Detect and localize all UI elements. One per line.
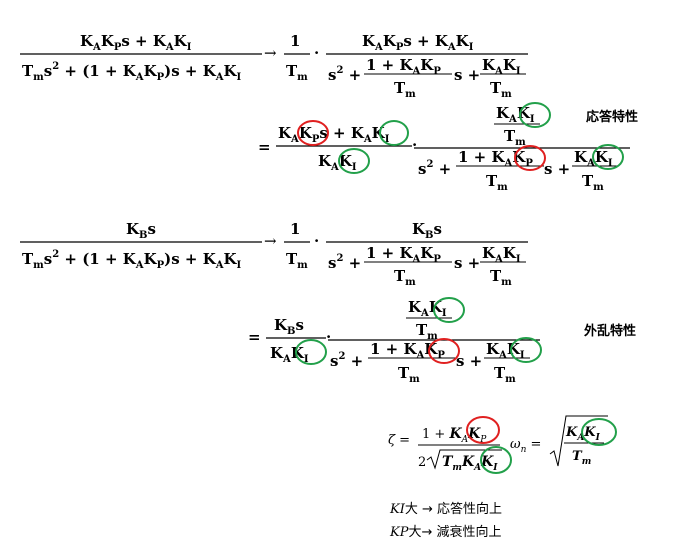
equation-disturbance-line2: = KBs KAKI · KAKI Tm s2 + 1 + KAKP Tm s … bbox=[248, 297, 542, 385]
green-circle-ki bbox=[581, 418, 617, 446]
svg-text:1 + KAKP: 1 + KAKP bbox=[366, 56, 441, 77]
svg-text:KBs: KBs bbox=[274, 316, 304, 337]
svg-text:1 + KAKP: 1 + KAKP bbox=[366, 244, 441, 265]
svg-text:Tm: Tm bbox=[398, 364, 420, 385]
svg-text:Tm: Tm bbox=[494, 364, 516, 385]
equation-zeta-omega: ζ = 1 + KAKP 2 TmKAKI ωn = KAKI Tm bbox=[388, 415, 617, 474]
equation-response-line1: KAKPs + KAKI Tms2 + (1 + KAKP)s + KAKI →… bbox=[20, 32, 528, 100]
svg-text:KAKPs + KAKI: KAKPs + KAKI bbox=[278, 124, 390, 145]
svg-text:Tm: Tm bbox=[286, 250, 308, 271]
svg-text:Tm: Tm bbox=[490, 267, 512, 288]
svg-text:s2 +: s2 + bbox=[418, 159, 451, 178]
red-circle-kp bbox=[428, 338, 460, 364]
green-circle-ki bbox=[295, 339, 327, 365]
svg-text:→: → bbox=[264, 232, 277, 250]
green-circle-ki bbox=[592, 144, 624, 170]
label-disturbance-characteristic: 外乱特性 bbox=[584, 324, 637, 339]
svg-text:Tm: Tm bbox=[394, 79, 416, 100]
green-circle-ki bbox=[519, 102, 551, 128]
svg-text:Tm: Tm bbox=[504, 127, 526, 148]
svg-text:KAKPs + KAKI: KAKPs + KAKI bbox=[80, 32, 192, 53]
svg-text:Tm: Tm bbox=[572, 449, 591, 467]
svg-text:s +: s + bbox=[454, 66, 480, 84]
svg-text:s2 +: s2 + bbox=[328, 65, 361, 84]
svg-text:KAKI: KAKI bbox=[408, 298, 447, 319]
svg-text:=: = bbox=[258, 138, 271, 156]
equation-disturbance-line1: KBs Tms2 + (1 + KAKP)s + KAKI → 1 Tm · K… bbox=[20, 220, 528, 288]
svg-text:KAKI: KAKI bbox=[496, 104, 535, 125]
svg-text:1 + KAKP: 1 + KAKP bbox=[458, 148, 533, 169]
green-circle-ki bbox=[433, 297, 465, 323]
svg-text:KAKI: KAKI bbox=[482, 56, 521, 77]
svg-text:Tm: Tm bbox=[582, 172, 604, 193]
svg-text:Tm: Tm bbox=[490, 79, 512, 100]
svg-text:Tm: Tm bbox=[394, 267, 416, 288]
green-circle-ki bbox=[510, 337, 542, 363]
svg-text:s +: s + bbox=[454, 254, 480, 272]
svg-text:Tms2 + (1 + KAKP)s + KAKI: Tms2 + (1 + KAKP)s + KAKI bbox=[22, 61, 242, 83]
svg-text:Tms2 + (1 + KAKP)s + KAKI: Tms2 + (1 + KAKP)s + KAKI bbox=[22, 249, 242, 271]
svg-text:ωn =: ωn = bbox=[510, 437, 541, 455]
svg-text:s2 +: s2 + bbox=[328, 253, 361, 272]
green-circle-ki bbox=[379, 120, 409, 146]
note-kp: KP大→ 減衰性向上 bbox=[390, 521, 502, 540]
svg-text:1: 1 bbox=[290, 32, 300, 50]
svg-text:Tm: Tm bbox=[286, 62, 308, 83]
svg-text:s +: s + bbox=[544, 160, 570, 178]
green-circle-ki bbox=[338, 148, 370, 174]
red-circle-kp bbox=[466, 416, 500, 444]
svg-text:KAKPs + KAKI: KAKPs + KAKI bbox=[362, 32, 474, 53]
svg-text:KAKI: KAKI bbox=[482, 244, 521, 265]
svg-text:ζ =: ζ = bbox=[388, 433, 410, 448]
svg-text:→: → bbox=[264, 44, 277, 62]
svg-text:s +: s + bbox=[456, 352, 482, 370]
green-circle-ki bbox=[480, 446, 512, 474]
svg-text:KBs: KBs bbox=[412, 220, 442, 241]
note-kp-text: 大→ 減衰性向上 bbox=[408, 525, 502, 540]
svg-text:s2 +: s2 + bbox=[330, 351, 363, 370]
note-ki-text: 大 → 応答性向上 bbox=[404, 502, 503, 517]
svg-text:·: · bbox=[412, 136, 417, 154]
svg-text:·: · bbox=[326, 328, 331, 346]
svg-text:1: 1 bbox=[290, 220, 300, 238]
note-ki-variable: KI bbox=[390, 502, 405, 517]
svg-text:1 + KAKP: 1 + KAKP bbox=[422, 426, 487, 445]
svg-text:Tm: Tm bbox=[416, 321, 438, 342]
red-circle-kp bbox=[297, 120, 329, 146]
svg-text:KBs: KBs bbox=[126, 220, 156, 241]
svg-text:TmKAKI: TmKAKI bbox=[442, 454, 498, 473]
svg-text:·: · bbox=[314, 232, 319, 250]
svg-text:2: 2 bbox=[418, 455, 426, 470]
label-response-characteristic: 応答特性 bbox=[586, 110, 639, 125]
svg-text:=: = bbox=[248, 328, 261, 346]
svg-text:1 + KAKP: 1 + KAKP bbox=[370, 340, 445, 361]
equation-response-line2: = KAKPs + KAKI KAKI · KAKI Tm s2 + 1 + K… bbox=[258, 102, 630, 193]
svg-text:KAKI: KAKI bbox=[486, 340, 525, 361]
svg-text:KAKI: KAKI bbox=[318, 152, 357, 173]
note-kp-variable: KP bbox=[390, 525, 409, 540]
svg-text:Tm: Tm bbox=[486, 172, 508, 193]
note-ki: KI大 → 応答性向上 bbox=[390, 498, 502, 517]
red-circle-kp bbox=[514, 145, 546, 171]
svg-text:·: · bbox=[314, 44, 319, 62]
